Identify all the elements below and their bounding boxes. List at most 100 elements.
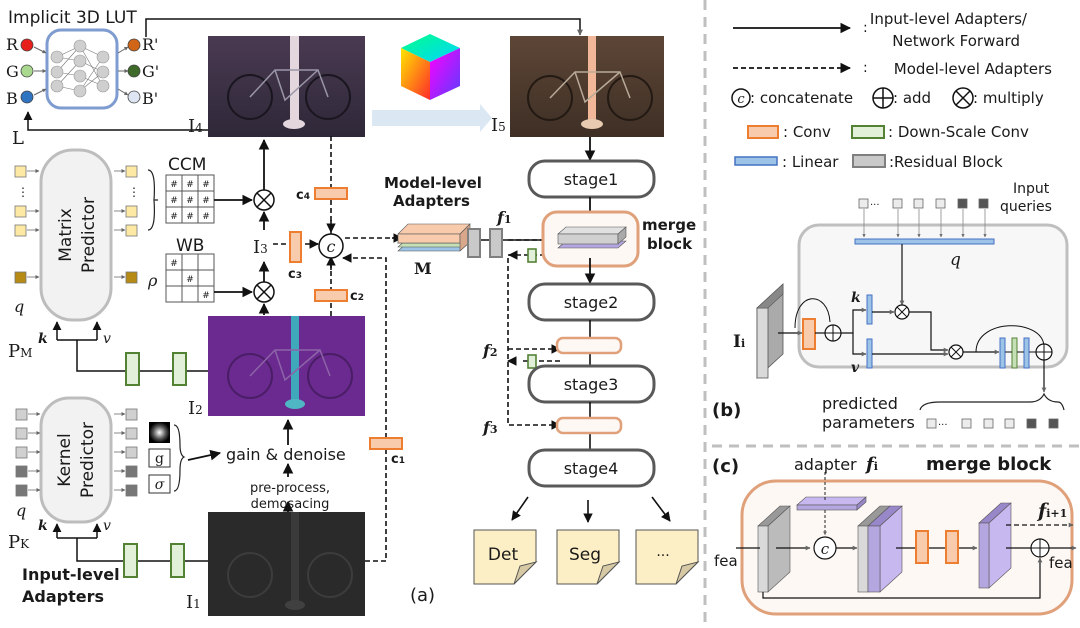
- svg-text:···: ···: [870, 200, 880, 211]
- input-queries-label-1: Input: [1013, 181, 1050, 197]
- parameter-predictor-box: [797, 223, 1069, 369]
- legend: : Input-level Adapters/ Network Forward …: [731, 10, 1052, 171]
- svg-text:#: #: [202, 212, 210, 222]
- legend-linear-label: : Linear: [782, 153, 839, 171]
- sigma-param-box: [148, 474, 171, 494]
- label-c2: c2: [350, 289, 364, 304]
- preprocess-label-1: pre-process,: [250, 481, 330, 496]
- label-i5: I5: [491, 115, 506, 136]
- svg-text:#: #: [186, 196, 194, 206]
- svg-text:⋮: ⋮: [128, 185, 140, 199]
- svg-text:#: #: [202, 291, 210, 301]
- svg-text:#: #: [202, 180, 210, 190]
- merge-block-label-1: merge: [642, 216, 696, 234]
- conv-c2: [314, 289, 348, 302]
- conv-c1: [369, 437, 403, 450]
- value-linear-layer: [866, 338, 873, 369]
- label-i3: I3: [253, 237, 268, 258]
- matrix-predictor-label-2: Predictor: [79, 197, 99, 273]
- add-icon-1: [824, 324, 842, 342]
- downscale-conv-pm-2: [172, 352, 187, 386]
- conv-c3: [289, 231, 302, 263]
- downscale-conv-pk-2: [170, 543, 185, 578]
- wb-matrix: [165, 253, 215, 303]
- kernel-q-label: q: [16, 501, 26, 520]
- kernel-k-label: k: [38, 518, 48, 534]
- svg-text:#: #: [202, 196, 210, 206]
- stage4-label: stage4: [564, 459, 619, 478]
- svg-text:···: ···: [938, 420, 948, 431]
- lut-input-g: G: [6, 62, 19, 81]
- label-f2: f2: [482, 341, 498, 360]
- merge-block-3: [555, 416, 623, 435]
- stage2-block: [527, 282, 656, 322]
- image-i2: [208, 316, 365, 416]
- stage1-block: [527, 159, 656, 199]
- kernel-predictor-label-1: Kernel: [55, 433, 75, 486]
- add-icon-c: [1030, 538, 1050, 558]
- downscale-conv-pm-1: [125, 352, 140, 386]
- legend-conv-label: : Conv: [783, 123, 831, 141]
- k-label: k: [851, 290, 861, 306]
- q-label: q: [950, 250, 961, 270]
- downscale-conv-pk-1: [123, 543, 138, 578]
- label-f3: f3: [482, 418, 498, 437]
- lut-cube-icon: [401, 34, 460, 100]
- task-seg: Seg: [556, 529, 621, 585]
- skip-connection: [794, 298, 831, 329]
- legend-multiply-label: : multiply: [973, 89, 1044, 107]
- image-i4: [208, 36, 365, 137]
- fea-in-label: fea: [714, 552, 738, 570]
- fea-out-label: fea: [1049, 554, 1073, 572]
- output-b-dot: [127, 90, 141, 104]
- model-adapter-stack: [397, 223, 471, 252]
- query-linear-layer: [854, 238, 995, 245]
- svg-text::: :: [863, 60, 868, 76]
- legend-concat-icon: c: [731, 88, 751, 108]
- svg-text:#: #: [170, 212, 178, 222]
- label-c3: c3: [288, 267, 302, 282]
- panel-c: (c) adapter fi merge block fea c: [712, 454, 1077, 616]
- mlp-linear-1: [999, 337, 1006, 369]
- lut-apply-arrow: [372, 104, 492, 132]
- svg-text:#: #: [170, 259, 178, 269]
- kernel-brace: [173, 424, 186, 492]
- label-i2: I2: [188, 398, 203, 419]
- svg-text:c: c: [737, 92, 745, 107]
- input-level-title-2: Adapters: [22, 587, 104, 606]
- legend-concat-label: : concatenate: [750, 89, 853, 107]
- mlp-linear-2: [1023, 337, 1030, 369]
- predicted-label-2: parameters: [822, 413, 915, 432]
- gain-denoise-label: gain & denoise: [226, 445, 346, 464]
- legend-dashed-label: Model-level Adapters: [894, 60, 1052, 78]
- panel-a: Implicit 3D LUT R G B R' G' B': [6, 8, 700, 616]
- adapter-feature-plate: [796, 496, 867, 511]
- v-label: v: [851, 360, 860, 376]
- legend-solid-label-2: Network Forward: [892, 32, 1020, 50]
- kernel-predictor-label-2: Predictor: [78, 422, 98, 498]
- sigma-param-label: σ: [155, 477, 165, 493]
- residual-block-2: [489, 228, 503, 258]
- legend-linear-icon: [734, 156, 778, 166]
- svg-text:#: #: [186, 275, 194, 285]
- merge-block-label-2: block: [647, 235, 693, 253]
- svg-text:c: c: [327, 237, 336, 256]
- lut-title: Implicit 3D LUT: [8, 8, 137, 28]
- svg-text:#: #: [186, 212, 194, 222]
- task-more: ...: [635, 529, 700, 585]
- output-g-dot: [127, 64, 141, 78]
- concat-icon-c: c: [813, 536, 837, 560]
- label-c1: c1: [391, 452, 405, 467]
- svg-text:c: c: [821, 540, 830, 558]
- model-level-title-1: Model-level: [384, 174, 482, 192]
- kernel-v-label: v: [103, 518, 111, 534]
- output-r-dot: [127, 38, 141, 52]
- matrix-predictor-label-1: Matrix: [56, 208, 76, 262]
- svg-text:#: #: [170, 180, 178, 190]
- label-f1: f1: [496, 208, 512, 227]
- merge-conv-2: [945, 530, 959, 564]
- panel-b-label: (b): [712, 400, 741, 421]
- multiply-icon-v: [948, 344, 964, 360]
- lut-output-g: G': [142, 62, 159, 81]
- label-M: M: [414, 259, 432, 278]
